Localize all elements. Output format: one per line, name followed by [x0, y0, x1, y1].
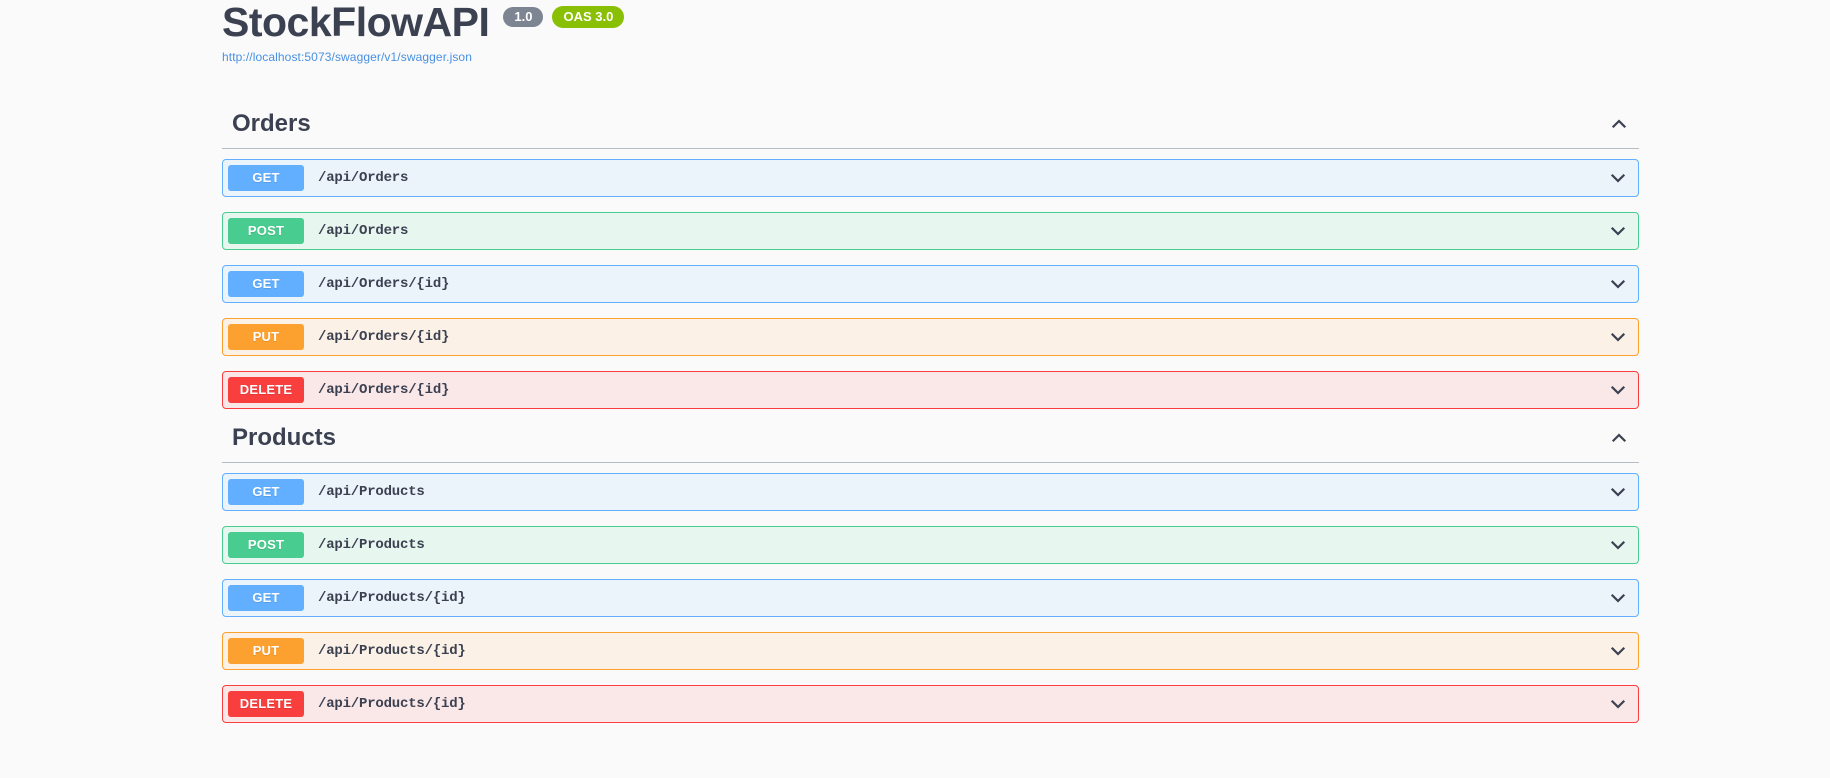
chevron-down-icon[interactable] [1608, 274, 1628, 294]
chevron-down-icon[interactable] [1608, 380, 1628, 400]
operation-row[interactable]: PUT/api/Products/{id} [222, 632, 1639, 670]
operation-row[interactable]: POST/api/Products [222, 526, 1639, 564]
operation-path: /api/Orders [318, 223, 409, 239]
tag-header-products[interactable]: Products [222, 424, 1639, 463]
operation-path: /api/Products/{id} [318, 643, 466, 659]
method-badge-put: PUT [228, 638, 304, 664]
chevron-down-icon[interactable] [1608, 168, 1628, 188]
operation-row[interactable]: PUT/api/Orders/{id} [222, 318, 1639, 356]
api-title-row: StockFlowAPI 1.0 OAS 3.0 [222, 0, 1830, 44]
method-badge-get: GET [228, 585, 304, 611]
operation-row[interactable]: GET/api/Products/{id} [222, 579, 1639, 617]
api-version-badge: 1.0 [503, 7, 544, 27]
chevron-down-icon[interactable] [1608, 221, 1628, 241]
operation-row[interactable]: GET/api/Orders/{id} [222, 265, 1639, 303]
swagger-ui-root: StockFlowAPI 1.0 OAS 3.0 http://localhos… [0, 0, 1830, 723]
chevron-up-icon[interactable] [1609, 114, 1629, 134]
operation-path: /api/Orders [318, 170, 409, 186]
chevron-down-icon[interactable] [1608, 588, 1628, 608]
method-badge-put: PUT [228, 324, 304, 350]
method-badge-get: GET [228, 271, 304, 297]
method-badge-delete: DELETE [228, 691, 304, 717]
method-badge-delete: DELETE [228, 377, 304, 403]
method-badge-post: POST [228, 218, 304, 244]
operation-path: /api/Products [318, 484, 425, 500]
operation-row[interactable]: GET/api/Products [222, 473, 1639, 511]
operation-path: /api/Products/{id} [318, 696, 466, 712]
operation-path: /api/Products [318, 537, 425, 553]
operation-row[interactable]: POST/api/Orders [222, 212, 1639, 250]
chevron-down-icon[interactable] [1608, 641, 1628, 661]
tag-name: Products [232, 424, 337, 451]
chevron-down-icon[interactable] [1608, 694, 1628, 714]
method-badge-get: GET [228, 165, 304, 191]
operation-path: /api/Orders/{id} [318, 329, 450, 345]
chevron-down-icon[interactable] [1608, 482, 1628, 502]
operation-path: /api/Products/{id} [318, 590, 466, 606]
operation-path: /api/Orders/{id} [318, 382, 450, 398]
method-badge-get: GET [228, 479, 304, 505]
operation-path: /api/Orders/{id} [318, 276, 450, 292]
tag-header-orders[interactable]: Orders [222, 110, 1639, 149]
api-info-block: StockFlowAPI 1.0 OAS 3.0 http://localhos… [0, 0, 1830, 64]
swagger-spec-link[interactable]: http://localhost:5073/swagger/v1/swagger… [222, 50, 472, 64]
page-title: StockFlowAPI [222, 0, 490, 45]
tag-name: Orders [232, 110, 311, 137]
chevron-down-icon[interactable] [1608, 535, 1628, 555]
method-badge-post: POST [228, 532, 304, 558]
operation-row[interactable]: GET/api/Orders [222, 159, 1639, 197]
oas-version-badge: OAS 3.0 [552, 6, 625, 28]
operation-row[interactable]: DELETE/api/Orders/{id} [222, 371, 1639, 409]
chevron-down-icon[interactable] [1608, 327, 1628, 347]
chevron-up-icon[interactable] [1609, 428, 1629, 448]
operation-row[interactable]: DELETE/api/Products/{id} [222, 685, 1639, 723]
